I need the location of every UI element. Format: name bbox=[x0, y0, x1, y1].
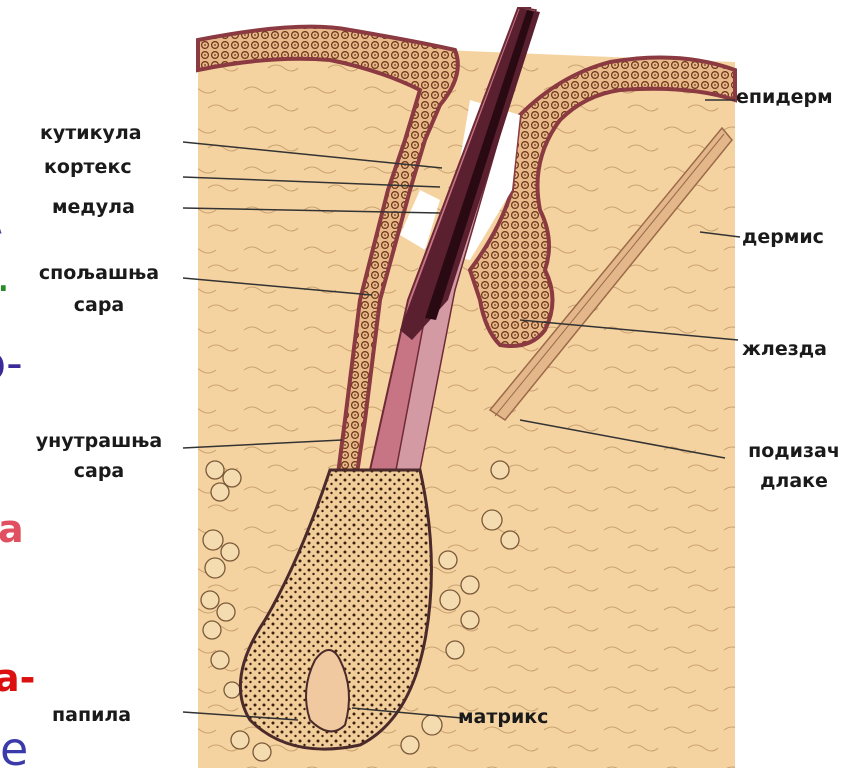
label-cortex: кортекс bbox=[44, 156, 132, 178]
label-medulla: медула bbox=[52, 196, 135, 218]
cutoff-fragment-5: а- bbox=[0, 655, 35, 701]
label-inner-sheath: унутрашња сара bbox=[14, 430, 184, 482]
label-arrector: подизач длаке bbox=[724, 440, 864, 492]
cutoff-fragment-6: е bbox=[0, 726, 28, 772]
cutoff-fragment-2: . bbox=[0, 252, 11, 298]
label-outer-sheath-line1: спољашња bbox=[14, 262, 184, 284]
label-matrix: матрикс bbox=[458, 706, 548, 728]
label-inner-sheath-line2: сара bbox=[14, 460, 184, 482]
cutoff-fragment-4: а bbox=[0, 506, 24, 552]
label-papilla: папила bbox=[52, 704, 131, 726]
label-arrector-line2: длаке bbox=[724, 470, 864, 492]
label-epidermis: епидерм bbox=[736, 86, 833, 108]
cutoff-fragment-3: о- bbox=[0, 340, 23, 386]
label-gland: жлезда bbox=[742, 338, 827, 360]
label-inner-sheath-line1: унутрашња bbox=[14, 430, 184, 452]
cutoff-fragment-1: \ bbox=[0, 190, 2, 236]
label-outer-sheath: спољашња сара bbox=[14, 262, 184, 316]
label-arrector-line1: подизач bbox=[724, 440, 864, 462]
label-cuticle: кутикула bbox=[40, 122, 142, 144]
label-outer-sheath-line2: сара bbox=[14, 294, 184, 316]
label-dermis: дермис bbox=[742, 226, 824, 248]
